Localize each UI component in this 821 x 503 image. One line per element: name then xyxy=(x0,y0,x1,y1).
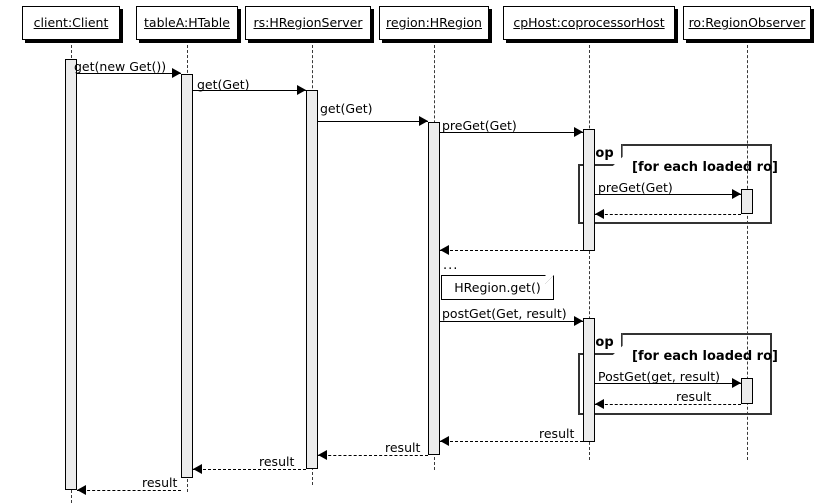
message-line-m13 xyxy=(193,469,306,470)
fragment-loop-2 xyxy=(578,333,772,415)
message-line-m4 xyxy=(440,132,583,133)
message-arrowhead-m5 xyxy=(732,189,741,199)
message-line-m5 xyxy=(595,194,741,195)
participant-client[interactable]: client:Client xyxy=(22,6,120,40)
message-label-m5: preGet(Get) xyxy=(598,180,673,195)
message-arrowhead-m4 xyxy=(574,127,583,137)
activation-bar-cpHost xyxy=(583,129,595,251)
message-label-m11: result xyxy=(539,426,575,441)
activation-bar-cpHost xyxy=(583,318,595,442)
message-label-m3: get(Get) xyxy=(320,101,373,116)
message-line-m12 xyxy=(318,455,428,456)
message-line-m3 xyxy=(318,121,428,122)
message-label-m9: PostGet(get, result) xyxy=(598,369,721,384)
participant-label: rs:HRegionServer xyxy=(253,14,363,30)
fragment-condition-loop-1: [for each loaded ro] xyxy=(632,160,778,175)
participant-label: cpHost:coprocessorHost xyxy=(513,14,665,30)
message-arrowhead-m3 xyxy=(419,116,428,126)
message-label-m12: result xyxy=(385,440,421,455)
message-line-m10 xyxy=(595,404,741,405)
message-arrowhead-m11 xyxy=(440,436,449,446)
message-line-m11 xyxy=(440,441,583,442)
fragment-condition-loop-2: [for each loaded ro] xyxy=(632,349,778,364)
lifeline-ro xyxy=(747,40,748,460)
divider-ellipsis-1: ... xyxy=(443,258,459,273)
message-label-m4: preGet(Get) xyxy=(442,118,517,133)
activation-bar-region xyxy=(428,122,440,455)
message-arrowhead-m2 xyxy=(297,85,306,95)
message-label-m2: get(Get) xyxy=(197,77,250,92)
message-arrowhead-m6 xyxy=(595,209,604,219)
message-arrowhead-m9 xyxy=(732,378,741,388)
activation-bar-client xyxy=(65,59,77,490)
message-arrowhead-m1 xyxy=(172,68,181,78)
message-arrowhead-m13 xyxy=(193,464,202,474)
message-arrowhead-m10 xyxy=(595,399,604,409)
message-label-m14: result xyxy=(142,475,178,490)
note-fold-inner-icon xyxy=(545,276,553,284)
activation-bar-ro xyxy=(741,189,753,214)
participant-rs[interactable]: rs:HRegionServer xyxy=(245,6,371,40)
participant-label: ro:RegionObserver xyxy=(688,14,806,30)
message-line-m6 xyxy=(595,214,741,215)
activation-bar-ro xyxy=(741,378,753,404)
message-label-m1: get(new Get()) xyxy=(74,59,167,74)
activation-bar-rs xyxy=(306,90,318,469)
participant-tableA[interactable]: tableA:HTable xyxy=(136,6,238,40)
message-line-m14 xyxy=(77,490,181,491)
message-arrowhead-m7 xyxy=(440,245,449,255)
participant-ro[interactable]: ro:RegionObserver xyxy=(683,6,811,40)
message-label-m13: result xyxy=(259,454,295,469)
fragment-loop-1 xyxy=(578,144,772,224)
message-label-m8: postGet(Get, result) xyxy=(442,306,567,321)
message-line-m8 xyxy=(440,321,583,322)
participant-label: tableA:HTable xyxy=(144,14,230,30)
message-arrowhead-m14 xyxy=(77,485,86,495)
participant-region[interactable]: region:HRegion xyxy=(379,6,489,40)
message-line-m9 xyxy=(595,383,741,384)
message-line-m1 xyxy=(77,73,181,74)
activation-bar-tableA xyxy=(181,74,193,478)
participant-label: client:Client xyxy=(33,14,109,30)
message-arrowhead-m8 xyxy=(574,316,583,326)
message-line-m2 xyxy=(193,90,306,91)
participant-cpHost[interactable]: cpHost:coprocessorHost xyxy=(503,6,675,40)
participant-label: region:HRegion xyxy=(386,14,482,30)
message-arrowhead-m12 xyxy=(318,450,327,460)
message-line-m7 xyxy=(440,250,583,251)
message-label-m10: result xyxy=(676,389,712,404)
note-note-1: HRegion.get() xyxy=(441,275,554,300)
